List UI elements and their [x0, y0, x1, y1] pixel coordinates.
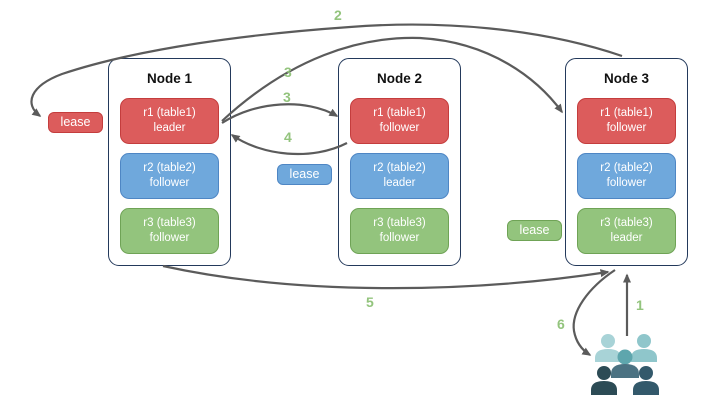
replica-role: leader	[153, 122, 186, 134]
node-1: Node 1 r1 (table1) leader r2 (table2) fo…	[108, 58, 231, 266]
lease-badge-blue: lease	[277, 164, 332, 185]
node-3-replica-r1: r1 (table1) follower	[577, 98, 676, 144]
replica-role: follower	[606, 177, 647, 189]
node-3-replica-r2: r2 (table2) follower	[577, 153, 676, 199]
replica-role: follower	[606, 122, 647, 134]
users-group-icon	[591, 334, 659, 395]
step-label-2: 2	[334, 7, 342, 23]
replica-role: leader	[610, 232, 643, 244]
replica-name: r2 (table2)	[600, 161, 653, 174]
replica-name: r3 (table3)	[143, 216, 196, 229]
node-1-replica-r3: r3 (table3) follower	[120, 208, 219, 254]
node-3: Node 3 r1 (table1) follower r2 (table2) …	[565, 58, 688, 266]
replica-name: r2 (table2)	[373, 161, 426, 174]
node-1-replica-r2: r2 (table2) follower	[120, 153, 219, 199]
replica-role: follower	[379, 232, 420, 244]
step-label-4: 4	[284, 129, 292, 145]
node-2-replica-r2: r2 (table2) leader	[350, 153, 449, 199]
step-label-3a: 3	[284, 64, 292, 80]
node-2: Node 2 r1 (table1) follower r2 (table2) …	[338, 58, 461, 266]
replica-name: r3 (table3)	[373, 216, 426, 229]
node-3-title: Node 3	[603, 71, 649, 86]
step-label-5: 5	[366, 294, 374, 310]
arrow-step-3-to-node2	[221, 103, 339, 124]
step-label-3b: 3	[283, 89, 291, 105]
arrow-step-6	[572, 269, 616, 356]
arrow-step-5	[162, 264, 610, 290]
lease-badge-green: lease	[507, 220, 562, 241]
replica-name: r2 (table2)	[143, 161, 196, 174]
node-1-replica-r1: r1 (table1) leader	[120, 98, 219, 144]
replica-role: follower	[149, 177, 190, 189]
lease-badge-red: lease	[48, 112, 103, 133]
replica-role: follower	[379, 122, 420, 134]
node-2-replica-r1: r1 (table1) follower	[350, 98, 449, 144]
replica-name: r1 (table1)	[373, 106, 426, 119]
node-3-replica-r3: r3 (table3) leader	[577, 208, 676, 254]
node-1-title: Node 1	[146, 71, 192, 86]
replica-name: r1 (table1)	[143, 106, 196, 119]
step-label-1: 1	[636, 297, 644, 313]
replica-name: r3 (table3)	[600, 216, 653, 229]
replica-role: leader	[383, 177, 416, 189]
node-2-title: Node 2	[376, 71, 422, 86]
replica-role: follower	[149, 232, 190, 244]
replica-name: r1 (table1)	[600, 106, 653, 119]
step-label-6: 6	[557, 316, 565, 332]
node-2-replica-r3: r3 (table3) follower	[350, 208, 449, 254]
